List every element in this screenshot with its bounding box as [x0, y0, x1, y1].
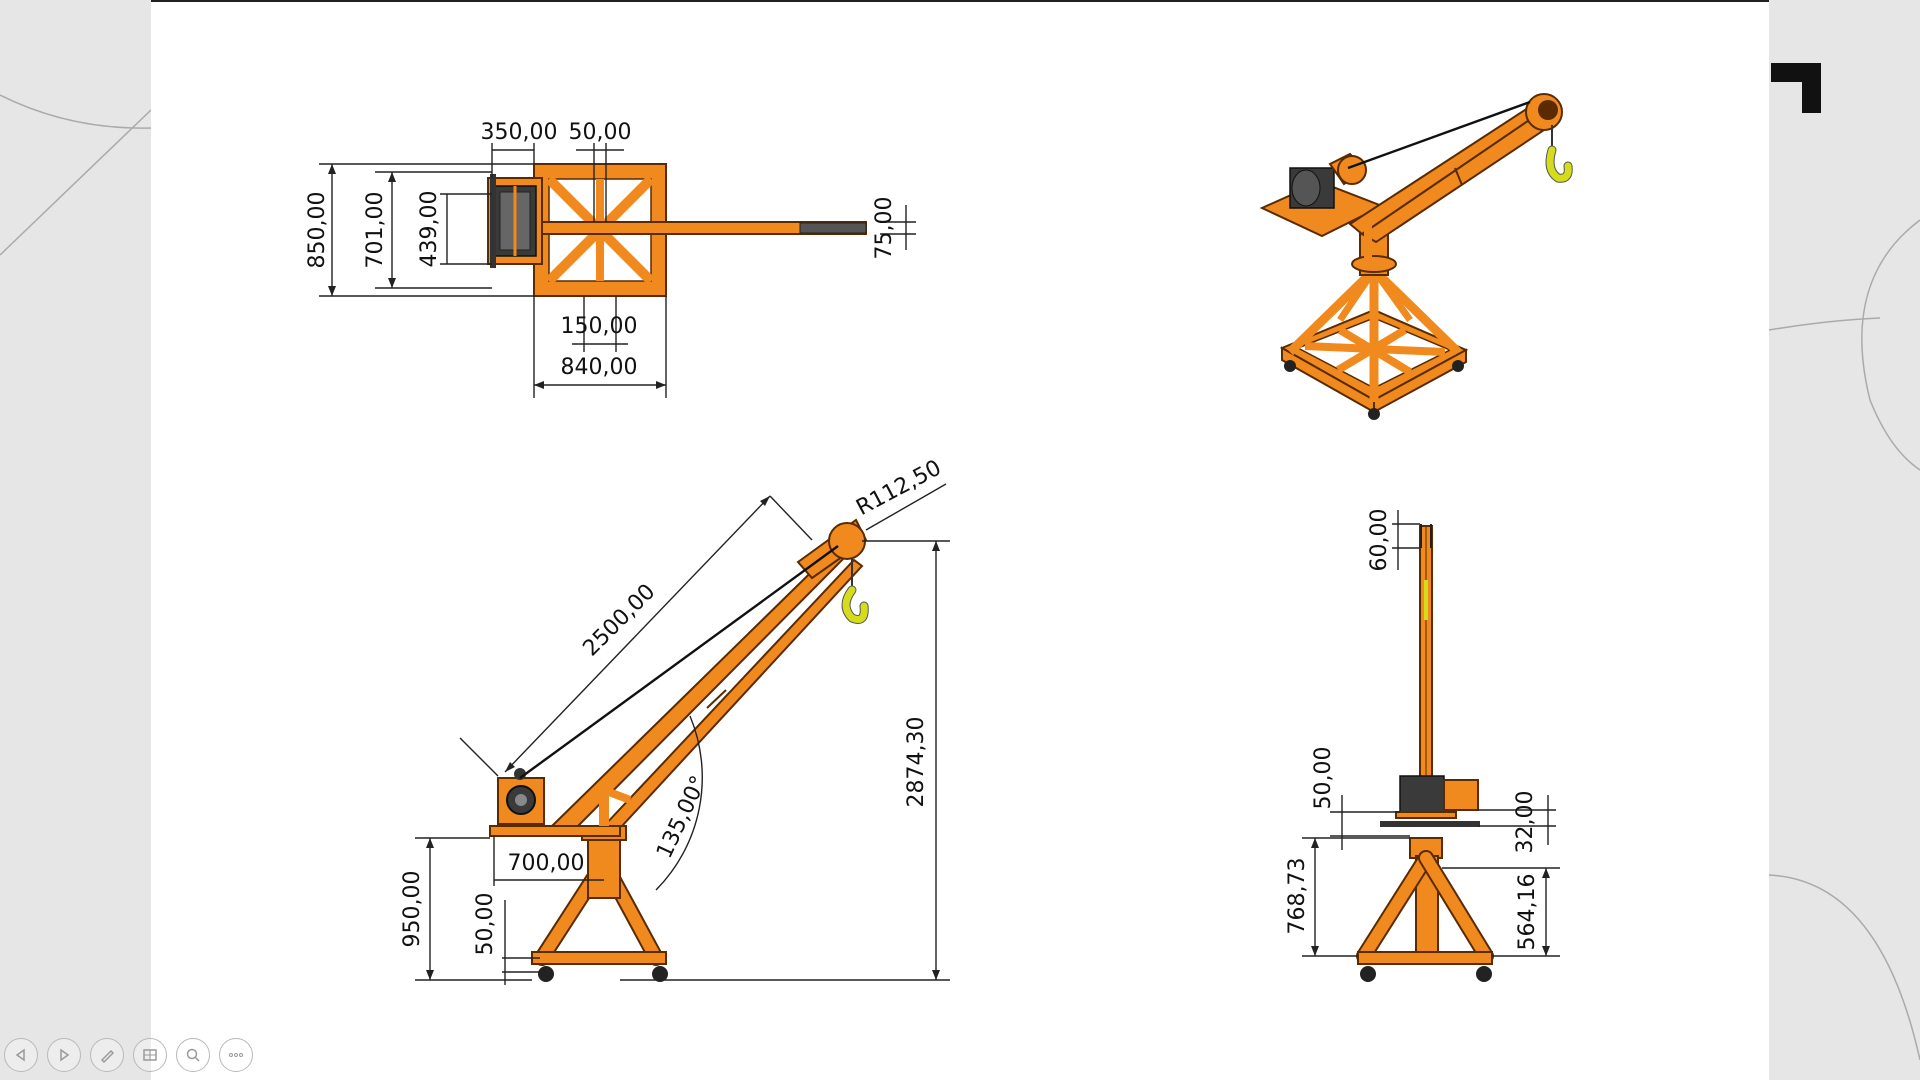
previous-slide-button[interactable] — [4, 1038, 38, 1072]
next-icon — [60, 1048, 70, 1062]
dim-840: 840,00 — [561, 355, 638, 380]
side-view: 2500,00 R112,50 2874,30 135,00° 700,00 9… — [400, 456, 950, 985]
isometric-view — [1259, 93, 1573, 420]
more-options-button[interactable] — [219, 1038, 253, 1072]
dim-850: 850,00 — [305, 192, 330, 269]
previous-icon — [15, 1048, 25, 1062]
top-view: 350,00 50,00 850,00 701,00 439,00 75,00 … — [305, 120, 916, 398]
corner-logo-mark — [1771, 63, 1821, 113]
see-all-slides-button[interactable] — [133, 1038, 167, 1072]
pen-tool-button[interactable] — [90, 1038, 124, 1072]
front-view: 60,00 50,00 32,00 768,73 564,16 — [1285, 509, 1560, 982]
dim-950: 950,00 — [400, 871, 425, 948]
dim-150: 150,00 — [561, 314, 638, 339]
dim-564: 564,16 — [1515, 874, 1540, 951]
dim-700: 700,00 — [508, 851, 585, 876]
pen-icon — [100, 1049, 115, 1063]
dim-60: 60,00 — [1367, 509, 1392, 572]
slide-canvas — [151, 0, 1769, 1080]
dim-2500: 2500,00 — [578, 579, 660, 661]
dim-50-top: 50,00 — [569, 120, 632, 145]
zoom-button[interactable] — [176, 1038, 210, 1072]
dim-701: 701,00 — [363, 192, 388, 269]
dim-50-front: 50,00 — [1311, 747, 1336, 810]
dim-350: 350,00 — [481, 120, 558, 145]
zoom-icon — [186, 1048, 200, 1062]
more-icon — [229, 1053, 243, 1057]
dim-angle-135: 135,00° — [652, 772, 712, 862]
dim-75: 75,00 — [872, 197, 897, 260]
dim-439: 439,00 — [417, 191, 442, 268]
slideshow-toolbar — [4, 1038, 253, 1072]
dim-32: 32,00 — [1513, 791, 1538, 854]
dim-50-side: 50,00 — [473, 893, 498, 956]
next-slide-button[interactable] — [47, 1038, 81, 1072]
slides-icon — [143, 1049, 157, 1061]
dim-768: 768,73 — [1285, 858, 1310, 935]
dim-2874: 2874,30 — [904, 717, 929, 808]
